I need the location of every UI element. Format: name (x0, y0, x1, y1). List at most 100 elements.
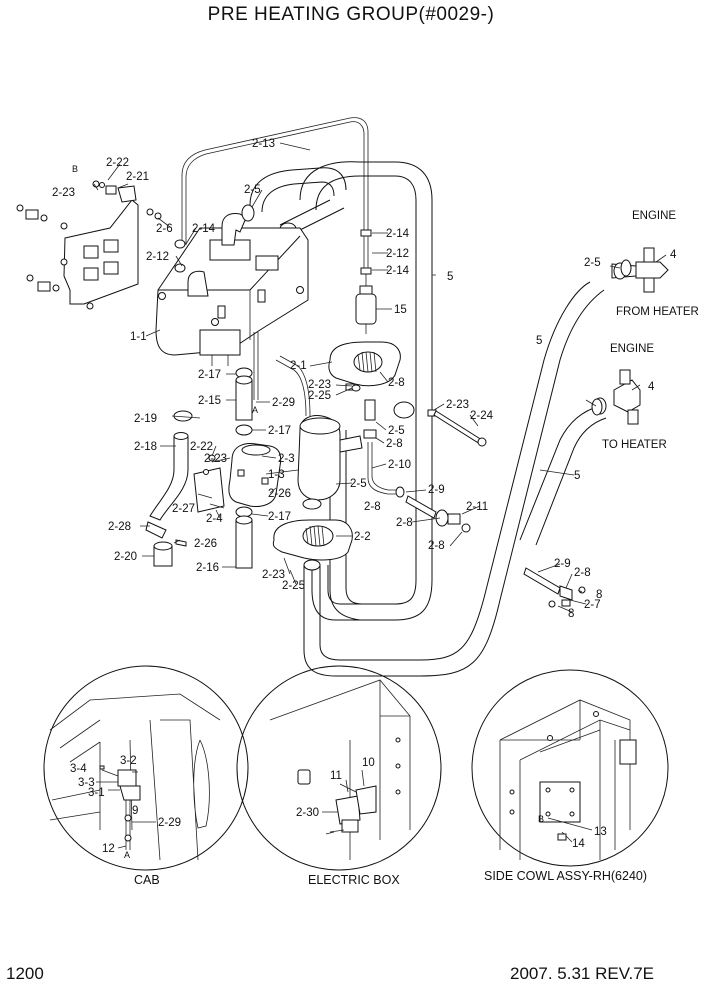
label-8: 8 (596, 589, 602, 601)
leader-lines (93, 142, 667, 613)
caption-cab: CAB (134, 873, 160, 887)
inset-side-cowl (471, 669, 669, 867)
label-2-26: 2-26 (194, 538, 217, 550)
clamp-2-2 (272, 519, 353, 561)
fuel-line-fittings (345, 383, 487, 533)
label-3-2: 3-2 (120, 755, 137, 767)
label-2-1: 2-1 (290, 360, 307, 372)
label-2-23: 2-23 (262, 569, 285, 581)
label-2-8: 2-8 (574, 567, 591, 579)
caption-side-cowl: SIDE COWL ASSY-RH(6240) (484, 869, 647, 883)
label-2-7: 2-7 (584, 599, 601, 611)
label-2-25: 2-25 (282, 580, 305, 592)
revision-date: 2007. 5.31 REV.7E (510, 964, 654, 983)
label-2-21: 2-21 (126, 171, 149, 183)
label-15: 15 (394, 304, 407, 316)
label-2-26: 2-26 (268, 488, 291, 500)
label-2-15: 2-15 (198, 395, 221, 407)
label-4: 4 (670, 249, 677, 261)
label-4: 4 (648, 381, 655, 393)
fuel-line-2-13 (181, 117, 369, 245)
label-2-12: 2-12 (386, 248, 409, 260)
label-b: B (538, 814, 544, 824)
bracket-2-4 (175, 454, 225, 547)
label-a: A (252, 405, 258, 415)
label-2-12: 2-12 (146, 251, 169, 263)
page-number: 1200 (6, 964, 44, 983)
heat-exchanger-1-3 (275, 355, 363, 510)
label-2-5: 2-5 (388, 425, 405, 437)
label-2-18: 2-18 (134, 441, 157, 453)
coolant-hose-5-loop (299, 161, 433, 621)
heater-unit-1-1 (155, 213, 309, 400)
label-2-23: 2-23 (446, 399, 469, 411)
label-2-24: 2-24 (470, 410, 494, 422)
label-2-8: 2-8 (364, 501, 381, 513)
label-2-23: 2-23 (52, 187, 75, 199)
engine-fitting-4-upper (611, 247, 669, 293)
text-from-heater: FROM HEATER (616, 306, 699, 318)
label-5: 5 (536, 335, 542, 347)
label-2-8: 2-8 (428, 540, 445, 552)
label-2-22: 2-22 (190, 441, 213, 453)
label-3-1: 3-1 (88, 787, 105, 799)
label-2-5: 2-5 (350, 478, 367, 490)
label-2-29: 2-29 (272, 397, 295, 409)
label-9: 9 (132, 805, 138, 817)
label-2-17: 2-17 (268, 511, 291, 523)
text-engine-top: ENGINE (632, 210, 676, 222)
label-2-14: 2-14 (386, 228, 410, 240)
label-2-9: 2-9 (554, 558, 571, 570)
label-2-25: 2-25 (308, 390, 331, 402)
label-8: 8 (568, 608, 574, 620)
label-2-11: 2-11 (466, 501, 488, 513)
label-12: 12 (102, 843, 115, 855)
label-2-8: 2-8 (396, 517, 413, 529)
muffler-2-3 (228, 443, 282, 507)
coolant-hose-heater-top (249, 167, 347, 236)
label-2-3: 2-3 (278, 453, 295, 465)
label-2-27: 2-27 (172, 503, 195, 515)
label-2-4: 2-4 (206, 513, 223, 525)
label-2-5: 2-5 (244, 184, 261, 196)
label-5: 5 (447, 271, 453, 283)
fuel-pump-15 (355, 229, 377, 334)
label-11: 11 (330, 770, 342, 782)
label-2-5: 2-5 (584, 257, 601, 269)
label-2-16: 2-16 (196, 562, 219, 574)
label-14: 14 (572, 838, 585, 850)
label-2-29: 2-29 (158, 817, 181, 829)
coolant-hose-right-diagonal (519, 405, 607, 546)
label-2-20: 2-20 (114, 551, 137, 563)
label-2-19: 2-19 (134, 413, 157, 425)
label-2-17: 2-17 (268, 425, 291, 437)
exhaust-tubes (235, 367, 253, 569)
label-2-28: 2-28 (108, 521, 131, 533)
page-title: PRE HEATING GROUP(#0029-) (207, 4, 495, 25)
label-2-9: 2-9 (428, 484, 445, 496)
label-2-13: 2-13 (252, 138, 275, 150)
label-2-8: 2-8 (388, 377, 405, 389)
label-2-6: 2-6 (156, 223, 173, 235)
hose-clamps-2-5 (174, 204, 632, 419)
caption-electric-box: ELECTRIC BOX (308, 873, 400, 887)
label-a: A (124, 850, 130, 860)
label-2-14: 2-14 (386, 265, 410, 277)
label-2-8: 2-8 (386, 438, 403, 450)
label-13: 13 (594, 826, 607, 838)
label-1-1: 1-1 (130, 331, 147, 343)
label-3-3: 3-3 (78, 777, 95, 789)
callout-labels: 2-13 2-22 2-21 B 2-23 2-6 2-14 2-12 2-5 … (52, 138, 699, 887)
label-3-4: 3-4 (70, 763, 87, 775)
label-10: 10 (362, 757, 375, 769)
label-2-23: 2-23 (308, 379, 331, 391)
label-2-14: 2-14 (192, 223, 216, 235)
label-2-17: 2-17 (198, 369, 221, 381)
coolant-hose-lower-u (303, 281, 605, 677)
label-2-30: 2-30 (296, 807, 319, 819)
label-5: 5 (574, 470, 580, 482)
text-engine-bottom: ENGINE (610, 343, 654, 355)
label-2-23: 2-23 (204, 453, 227, 465)
inset-electric-box (236, 665, 442, 871)
